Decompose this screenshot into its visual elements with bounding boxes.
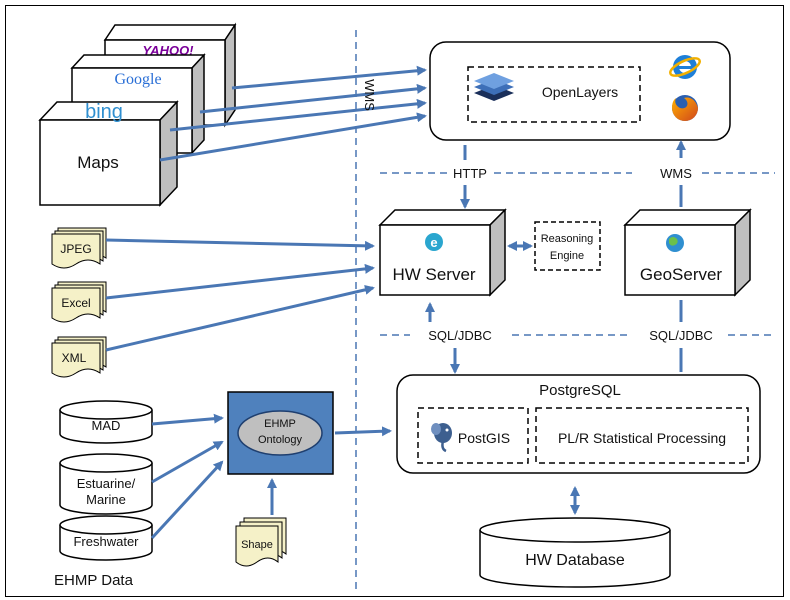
plr-box — [535, 407, 749, 464]
estuarine-label: Estuarine/ — [77, 476, 136, 491]
internet-explorer-icon — [669, 55, 701, 79]
hw-server-label: HW Server — [392, 265, 475, 284]
postgresql-box — [396, 374, 761, 474]
postgis-label: PostGIS — [458, 430, 510, 446]
firefox-icon — [672, 95, 698, 121]
wms-left-label: WMS — [362, 79, 377, 111]
browser-client-box — [429, 41, 731, 141]
plr-label: PL/R Statistical Processing — [558, 430, 726, 446]
mad-cylinder: MAD — [59, 400, 153, 444]
shape-label: Shape — [241, 539, 273, 551]
hw-database-label: HW Database — [525, 552, 625, 569]
postgresql-label: PostgreSQL — [539, 382, 621, 399]
postgis-box — [417, 407, 529, 464]
excel-document: Excel — [51, 281, 107, 323]
ontology-ellipse — [237, 410, 323, 456]
hw-database-cylinder — [479, 517, 671, 588]
reasoning-engine-box — [534, 221, 601, 271]
bing-logo: bing — [85, 101, 123, 123]
jpeg-label: JPEG — [60, 242, 91, 256]
xml-label: XML — [62, 351, 87, 365]
reasoning-label-line2: Engine — [550, 250, 584, 262]
mad-label: MAD — [92, 418, 121, 433]
openlayers-box — [467, 66, 641, 123]
freshwater-label: Freshwater — [73, 534, 139, 549]
xml-document: XML — [51, 336, 107, 378]
ontology-label-line1: EHMP — [264, 418, 296, 430]
postgis-elephant-icon — [431, 423, 452, 453]
reasoning-label-line1: Reasoning — [541, 233, 594, 245]
sql-jdbc-right-label: SQL/JDBC — [649, 328, 713, 343]
stack-layers-icon — [474, 73, 514, 101]
hw-server-logo-icon: e — [425, 233, 443, 251]
jpeg-document: JPEG — [51, 227, 107, 269]
shape-document: Shape — [235, 517, 287, 567]
wms-right-label: WMS — [660, 166, 692, 181]
estuarine-marine-cylinder: Estuarine/ Marine — [59, 453, 153, 515]
geoserver-globe-icon — [666, 234, 684, 252]
marine-label: Marine — [86, 492, 126, 507]
sql-jdbc-left-label: SQL/JDBC — [428, 328, 492, 343]
ontology-label-line2: Ontology — [258, 434, 303, 446]
map-cube-bing: bing Maps — [38, 100, 179, 207]
excel-label: Excel — [61, 296, 90, 310]
maps-label: Maps — [77, 153, 119, 172]
svg-text:e: e — [430, 235, 437, 250]
openlayers-label: OpenLayers — [542, 84, 618, 100]
google-logo: Google — [114, 71, 161, 88]
geoserver-label: GeoServer — [640, 265, 723, 284]
ehmp-data-label: EHMP Data — [54, 572, 134, 589]
freshwater-cylinder: Freshwater — [59, 515, 153, 561]
http-label: HTTP — [453, 166, 487, 181]
